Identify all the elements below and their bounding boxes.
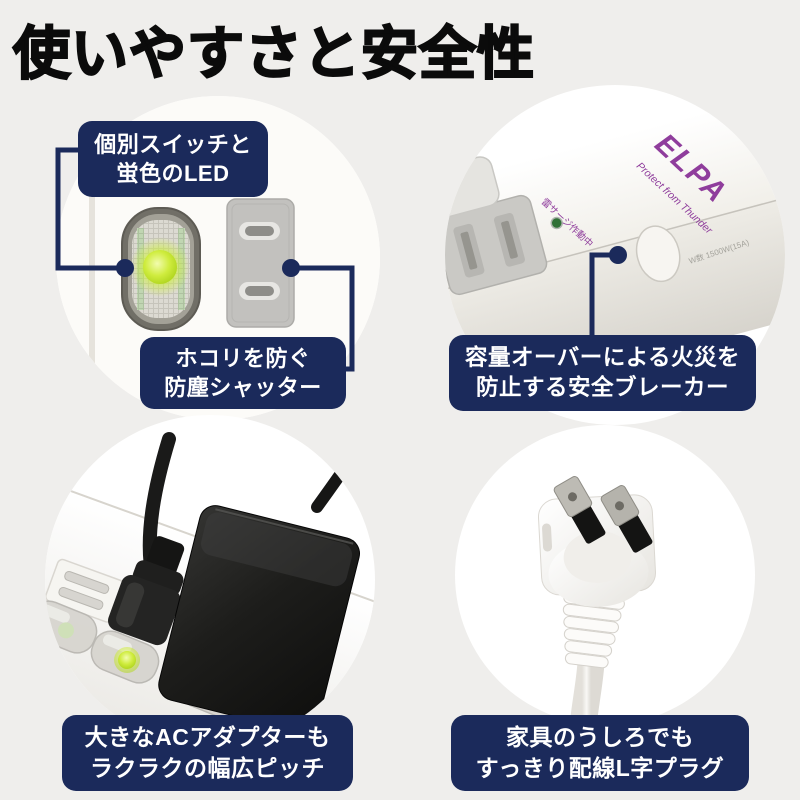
flat-cable <box>569 661 605 725</box>
shutter-slot-top <box>239 222 280 240</box>
plug-prong-right <box>600 485 653 553</box>
callout-dust-shutter: ホコリを防ぐ 防塵シャッター <box>140 337 346 409</box>
callout-line: 防止する安全ブレーカー <box>475 375 729 400</box>
callout-line: 蛍色のLED <box>116 161 230 186</box>
breaker-button <box>635 225 681 283</box>
black-plug <box>107 536 185 646</box>
l-plug-illustration <box>537 476 657 725</box>
callout-wide-pitch: 大きなACアダプターも ラクラクの幅広ピッチ <box>62 715 353 791</box>
callout-line: ラクラクの幅広ピッチ <box>90 755 325 781</box>
shutter-slot-bottom <box>239 282 280 300</box>
side-notch <box>542 523 553 552</box>
plug-prong-left <box>553 476 606 544</box>
callout-line: 個別スイッチと <box>94 131 252 157</box>
page-title: 使いやすさと安全性 <box>12 21 535 87</box>
adapter-strip-illustration <box>45 432 375 745</box>
photo-ac-adapter-strip <box>45 415 375 745</box>
callout-line: 大きなACアダプターも <box>84 724 331 751</box>
callout-safety-breaker: 容量オーバーによる火災を 防止する安全ブレーカー <box>449 335 756 411</box>
led-lamp <box>118 650 137 669</box>
callout-line: 容量オーバーによる火災を <box>464 344 741 370</box>
led-lamp <box>143 250 177 284</box>
strip-switch-2 <box>90 630 160 684</box>
callout-line: 家具のうしろでも <box>506 724 694 751</box>
photo-l-shaped-plug <box>455 425 755 725</box>
callout-line: ホコリを防ぐ <box>175 345 311 371</box>
adapter-cord <box>311 441 365 513</box>
elpa-device-body: 雷サージ作動中 ELPA Protect from Thunder W数 150… <box>445 87 785 414</box>
surge-indicator-led <box>550 216 563 230</box>
device-outlet-block <box>445 194 548 296</box>
callout-line: すっきり配線L字プラグ <box>475 755 725 781</box>
callout-l-plug: 家具のうしろでも すっきり配線L字プラグ <box>451 715 749 791</box>
l-plug-body <box>537 494 657 607</box>
breaker-device-illustration: 雷サージ作動中 ELPA Protect from Thunder W数 150… <box>445 87 785 414</box>
callout-line: 防塵シャッター <box>164 375 322 400</box>
body-shading <box>563 530 632 583</box>
dust-shutter-outlet <box>226 198 295 328</box>
led-dim <box>57 622 74 639</box>
individual-switch <box>121 207 201 331</box>
callout-switch-led: 個別スイッチと 蛍色のLED <box>78 121 268 197</box>
